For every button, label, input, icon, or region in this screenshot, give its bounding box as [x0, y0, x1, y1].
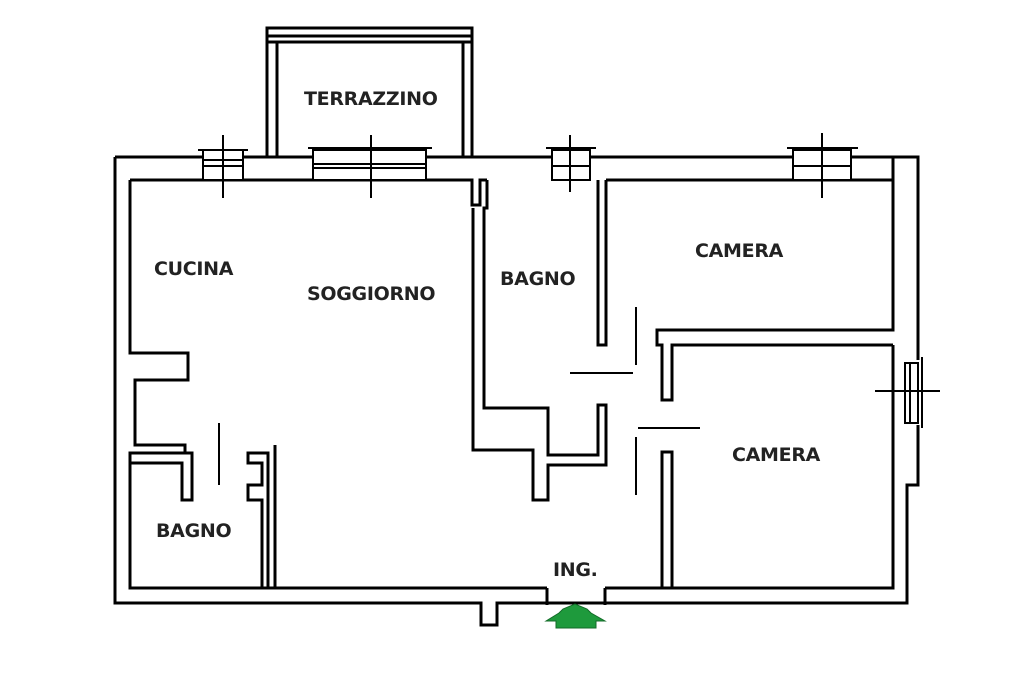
room-label-terrazzino: TERRAZZINO: [304, 88, 438, 110]
left-bath-walls: [130, 451, 194, 502]
inner-wall-left: [128, 180, 277, 590]
room-label-ingresso: ING.: [553, 559, 598, 581]
entrance-door: [545, 588, 607, 605]
room-label-bagno-center: BAGNO: [500, 268, 576, 290]
terrace-railing: [265, 26, 474, 157]
camera-top-walls: [606, 178, 895, 402]
window-camera-bottom: [904, 362, 919, 424]
green-arrow-up-icon: [544, 603, 607, 629]
room-label-cucina: CUCINA: [154, 258, 234, 280]
outer-wall: [113, 155, 920, 627]
room-label-camera-top: CAMERA: [695, 240, 784, 262]
inner-wall-top-left: [130, 178, 487, 207]
walls: [113, 26, 920, 627]
camera-bottom-walls: [660, 157, 895, 590]
center-bath-walls: [471, 180, 608, 502]
room-label-bagno-left: BAGNO: [156, 520, 232, 542]
room-label-soggiorno: SOGGIORNO: [307, 283, 436, 305]
windows: [198, 133, 940, 428]
door-swings: [218, 307, 700, 495]
center-bath-right-wall: [596, 180, 608, 347]
room-label-camera-bottom: CAMERA: [732, 444, 821, 466]
